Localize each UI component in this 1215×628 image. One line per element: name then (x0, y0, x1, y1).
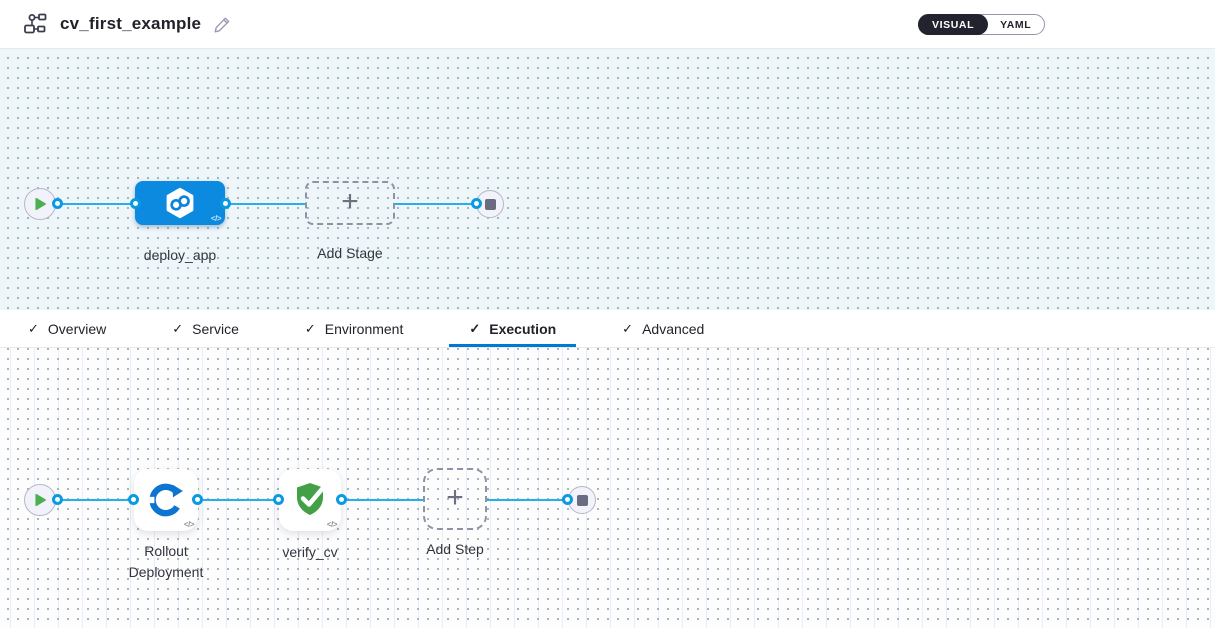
play-icon (34, 197, 46, 211)
tab-overview[interactable]: ✓ Overview (28, 310, 126, 347)
step-node-verify-cv[interactable]: </> (279, 469, 341, 531)
rollout-deployment-icon (149, 483, 183, 517)
toggle-yaml-button[interactable]: YAML (1000, 18, 1032, 31)
port-verify-out[interactable] (336, 494, 347, 505)
edge-start-to-stage (57, 203, 135, 205)
tab-label: Execution (489, 320, 557, 337)
pipeline-start-node (24, 188, 56, 220)
execution-start-node (24, 484, 56, 516)
visual-yaml-toggle: VISUAL YAML (918, 14, 1046, 35)
tab-advanced[interactable]: ✓ Advanced (602, 310, 724, 347)
check-icon: ✓ (469, 320, 481, 336)
tab-label: Advanced (642, 320, 705, 337)
tab-service[interactable]: ✓ Service (152, 310, 259, 347)
port-stage-in[interactable] (130, 198, 141, 209)
rollout-step-label: Rollout Deployment (128, 543, 204, 580)
add-stage-label: Add Stage (317, 245, 383, 261)
stage-code-badge: </> (210, 214, 222, 223)
verify-shield-icon (297, 483, 325, 515)
plus-icon: + (446, 480, 464, 514)
edge-start-to-rollout (57, 499, 134, 501)
stage-node-deploy-app[interactable]: </> (135, 181, 225, 225)
pipeline-icon (22, 12, 48, 36)
check-icon: ✓ (28, 320, 39, 336)
verify-step-label: verify_cv (282, 544, 338, 560)
stop-icon (576, 494, 588, 506)
check-icon: ✓ (622, 320, 634, 336)
stop-icon (484, 198, 496, 210)
port-verify-in[interactable] (273, 494, 284, 505)
play-icon (34, 493, 46, 507)
check-icon: ✓ (304, 320, 316, 336)
tab-label: Service (192, 320, 239, 337)
stage-config-tabs: ✓ Overview ✓ Service ✓ Environment ✓ Exe… (0, 310, 1215, 348)
add-step-label: Add Step (426, 541, 484, 557)
plus-icon: + (341, 184, 359, 218)
port-start-out[interactable] (52, 198, 63, 209)
stage-label: deploy_app (143, 247, 217, 263)
add-step-button[interactable]: + (423, 468, 487, 530)
pipeline-end-node (476, 190, 504, 218)
pipeline-header: cv_first_example VISUAL YAML (0, 0, 1215, 49)
edge-rollout-to-verify (198, 499, 279, 501)
step-code-badge: </> (183, 520, 195, 529)
tab-execution[interactable]: ✓ Execution (449, 310, 576, 347)
stage-graph-canvas: </> deploy_app + Add Stage (0, 49, 1215, 310)
edge-addstage-to-end (395, 203, 477, 205)
step-code-badge: </> (326, 520, 338, 529)
edge-verify-to-addstep (341, 499, 423, 501)
execution-graph-canvas: </> Rollout Deployment </> verify_cv + A… (0, 348, 1215, 628)
port-end-in[interactable] (471, 198, 482, 209)
check-icon: ✓ (172, 320, 184, 336)
tab-label: Overview (47, 320, 107, 337)
toggle-visual-button[interactable]: VISUAL (918, 14, 989, 35)
tab-environment[interactable]: ✓ Environment (285, 310, 424, 347)
port-rollout-in[interactable] (128, 494, 139, 505)
page-title: cv_first_example (60, 14, 202, 33)
edit-pencil-icon[interactable] (213, 15, 232, 34)
step-node-rollout-deployment[interactable]: </> (134, 469, 198, 531)
edge-addstep-to-end (487, 499, 568, 501)
add-stage-button[interactable]: + (305, 181, 395, 225)
cd-stage-icon (166, 187, 194, 219)
port-exec-start-out[interactable] (52, 494, 63, 505)
port-exec-end-in[interactable] (562, 494, 573, 505)
port-stage-out[interactable] (220, 198, 231, 209)
tab-label: Environment (324, 320, 404, 337)
port-rollout-out[interactable] (192, 494, 203, 505)
edge-stage-to-addstage (225, 203, 305, 205)
